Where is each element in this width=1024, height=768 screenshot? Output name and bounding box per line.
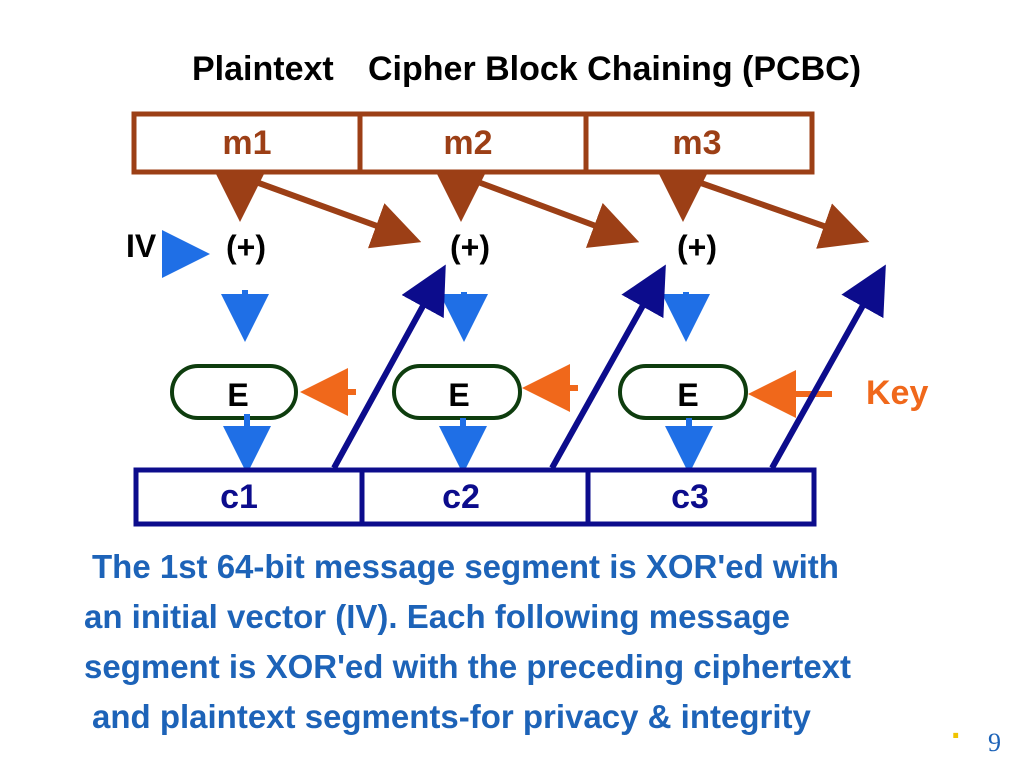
encrypt-box-2 <box>392 364 522 420</box>
encrypt-label-1: E <box>227 377 248 413</box>
title-plaintext: Plaintext <box>192 50 334 88</box>
key-arrows <box>300 364 832 418</box>
key-label: Key <box>866 374 928 412</box>
arrow-m1-diagonal <box>254 179 422 249</box>
ciphertext-label-c3: c3 <box>671 478 709 516</box>
description-line-4: and plaintext segments-for privacy & int… <box>92 698 811 735</box>
trailing-mark: . <box>951 708 961 746</box>
feedback-arrow-c2 <box>549 264 666 470</box>
ciphertext-label-c1: c1 <box>220 478 258 516</box>
plaintext-label-m3: m3 <box>672 124 721 162</box>
encrypt-to-cipher-arrows <box>223 414 713 474</box>
description-line-2: an initial vector (IV). Each following m… <box>84 598 791 635</box>
page-number: 9 <box>988 728 1001 757</box>
description: The 1st 64-bit message segment is XOR'ed… <box>0 540 1024 740</box>
ciphertext-block-c2 <box>359 467 591 527</box>
encrypt-label-3: E <box>677 377 698 413</box>
encrypt-box-1 <box>170 364 298 420</box>
title-pcbc: Cipher Block Chaining (PCBC) <box>368 50 861 88</box>
plaintext-row: m1 m2 m3 <box>131 111 815 175</box>
description-line-1: The 1st 64-bit message segment is XOR'ed… <box>92 548 839 585</box>
xor-to-encrypt-arrows <box>221 290 710 342</box>
arrow-m2-diagonal <box>476 179 640 248</box>
plaintext-block-m3 <box>583 111 815 175</box>
arrow-m3-diagonal <box>697 179 870 249</box>
iv-label: IV <box>126 228 157 264</box>
plaintext-label-m1: m1 <box>222 124 271 162</box>
encrypt-label-2: E <box>448 377 469 413</box>
ciphertext-block-c1 <box>133 467 365 527</box>
ciphertext-block-c3 <box>585 467 817 527</box>
ciphertext-row: c1 c2 c3 <box>133 467 817 527</box>
feedback-arrow-c1 <box>331 264 446 470</box>
plaintext-arrows <box>216 174 870 249</box>
plaintext-label-m2: m2 <box>443 124 492 162</box>
encrypt-box-3 <box>618 364 748 420</box>
feedback-arrow-c3 <box>769 264 886 470</box>
xor-label-2: (+) <box>450 229 490 265</box>
description-line-3: segment is XOR'ed with the preceding cip… <box>84 648 852 685</box>
encrypt-row: E E E <box>170 364 748 420</box>
ciphertext-feedback-arrows <box>331 264 886 470</box>
xor-label-1: (+) <box>226 229 266 265</box>
xor-label-3: (+) <box>677 229 717 265</box>
ciphertext-label-c2: c2 <box>442 478 480 516</box>
